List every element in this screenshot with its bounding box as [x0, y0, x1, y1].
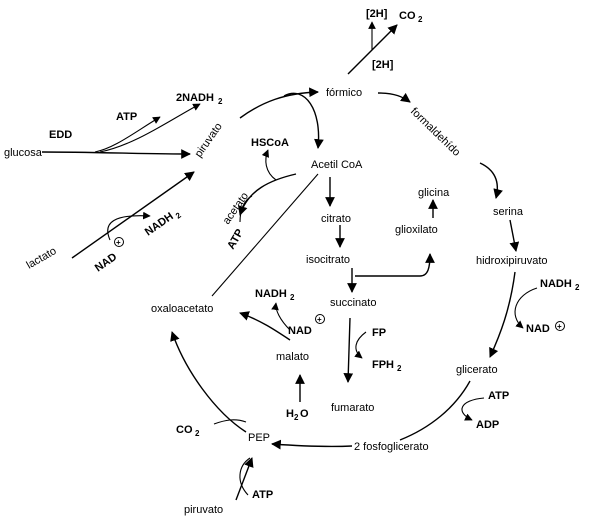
label-atp-bottom: ATP	[252, 489, 273, 501]
arrow-nad-nadh-lactato	[107, 211, 151, 241]
arrow-glicerato-fosfoglicerato	[399, 380, 471, 441]
arrow-atp-branch-top	[94, 116, 161, 153]
label-h2o-sub: 2	[294, 413, 299, 422]
label-isocitrato: isocitrato	[306, 254, 350, 266]
arrow-nadh-nad-right	[514, 287, 538, 329]
arrow-fosfoglicerato-pep	[271, 439, 353, 450]
arrow-formaldehido-serina	[479, 162, 503, 199]
label-h2o-o: O	[300, 408, 309, 420]
arrow-formico-formaldehido	[377, 92, 411, 103]
arrow-hscoa	[261, 149, 277, 181]
arrow-isocitrato-glioxilato	[355, 253, 435, 277]
arrow-acetilcoa-acetato	[238, 173, 297, 216]
arrow-serina-hidroxipiruvato	[509, 219, 520, 252]
label-malato: malato	[276, 351, 309, 363]
arrow-atp-pep-bottom	[239, 457, 251, 496]
label-glioxilato: glioxilato	[395, 224, 438, 236]
arrow-pep-oxaloacetato	[170, 331, 247, 433]
label-h2o-h: H	[286, 408, 294, 420]
label-piruvato-bottom: piruvato	[184, 504, 223, 516]
label-oxaloacetato: oxaloacetato	[151, 303, 213, 315]
label-atp-top: ATP	[116, 111, 137, 123]
label-adp: ADP	[476, 419, 499, 431]
line-oxaloacetato-acetilcoa	[211, 173, 319, 297]
label-nadh2-lactato: NADH	[143, 210, 176, 238]
arrow-succinato-fumarato	[343, 317, 354, 383]
label-co2-bottom: CO	[176, 424, 193, 436]
label-serina: serina	[493, 206, 524, 218]
label-fph2: FPH	[372, 359, 394, 371]
arrow-hidroxipiruvato-glicerato	[489, 271, 516, 358]
label-formaldehido: formaldehído	[408, 106, 463, 159]
plus-sign-right: +	[557, 322, 562, 331]
label-nadh2-right: NADH	[540, 278, 572, 290]
label-hidroxipiruvato: hidroxipiruvato	[476, 255, 548, 267]
label-citrato: citrato	[321, 213, 351, 225]
label-2h-mid: [2H]	[372, 59, 394, 71]
nad-plus-circle-malato	[315, 314, 325, 324]
arrow-co2-input	[213, 419, 247, 425]
arrow-glucosa-piruvato	[41, 149, 191, 159]
arrow-atp-acetato	[239, 195, 253, 223]
label-piruvato-top: piruvato	[193, 121, 225, 160]
label-acetil-coa: Acetil CoA	[311, 159, 363, 171]
nad-plus-circle-right	[555, 321, 565, 331]
label-nadh2-right-sub: 2	[575, 283, 580, 292]
label-edd: EDD	[49, 129, 72, 141]
label-2h-top: [2H]	[366, 8, 388, 20]
label-fp: FP	[372, 327, 386, 339]
label-glicina: glicina	[418, 187, 450, 199]
label-acetato: acetato	[221, 190, 252, 226]
label-co2-top-sub: 2	[418, 15, 423, 24]
label-nad-right: NAD	[526, 323, 550, 335]
label-nad-lactato: NAD	[93, 251, 119, 275]
label-nadh2-lactato-sub: 2	[174, 210, 183, 220]
arrow-malato-oxaloacetato	[239, 311, 291, 341]
label-glucosa: glucosa	[4, 147, 43, 159]
label-hscoa: HSCoA	[251, 137, 289, 149]
label-co2-bottom-sub: 2	[195, 429, 200, 438]
label-atp-right: ATP	[488, 390, 509, 402]
nad-plus-circle-lactato	[114, 237, 124, 247]
plus-sign-lactato: +	[116, 238, 121, 247]
label-atp-acetato: ATP	[225, 227, 246, 251]
label-nadh2-malato-sub: 2	[290, 293, 295, 302]
arrow-piruvato-formico	[239, 87, 319, 119]
label-formico: fórmico	[326, 87, 362, 99]
arrow-piruvato-pep	[235, 457, 254, 501]
arrow-nadh-branch-top	[99, 103, 201, 153]
label-pep: PEP	[248, 432, 270, 444]
label-2nadh2-sub: 2	[218, 97, 223, 106]
arrow-piruvato-acetilcoa	[283, 92, 324, 149]
label-nadh2-malato: NADH	[255, 288, 287, 300]
label-nad-malato: NAD	[288, 325, 312, 337]
plus-sign-malato: +	[317, 315, 322, 324]
label-2nadh2: 2NADH	[176, 92, 214, 104]
label-succinato: succinato	[330, 297, 376, 309]
label-fumarato: fumarato	[331, 402, 374, 414]
arrow-fp-fph2	[354, 331, 367, 359]
label-lactato: lactato	[25, 245, 59, 272]
label-co2-top: CO	[399, 10, 416, 22]
arrow-atp-adp	[461, 397, 485, 421]
label-2-fosfoglicerato: 2 fosfoglicerato	[354, 441, 429, 453]
label-glicerato: glicerato	[456, 364, 498, 376]
arrow-lactato-piruvato	[71, 171, 195, 259]
arrow-nad-nadh-malato	[271, 302, 291, 331]
label-fph2-sub: 2	[397, 364, 402, 373]
